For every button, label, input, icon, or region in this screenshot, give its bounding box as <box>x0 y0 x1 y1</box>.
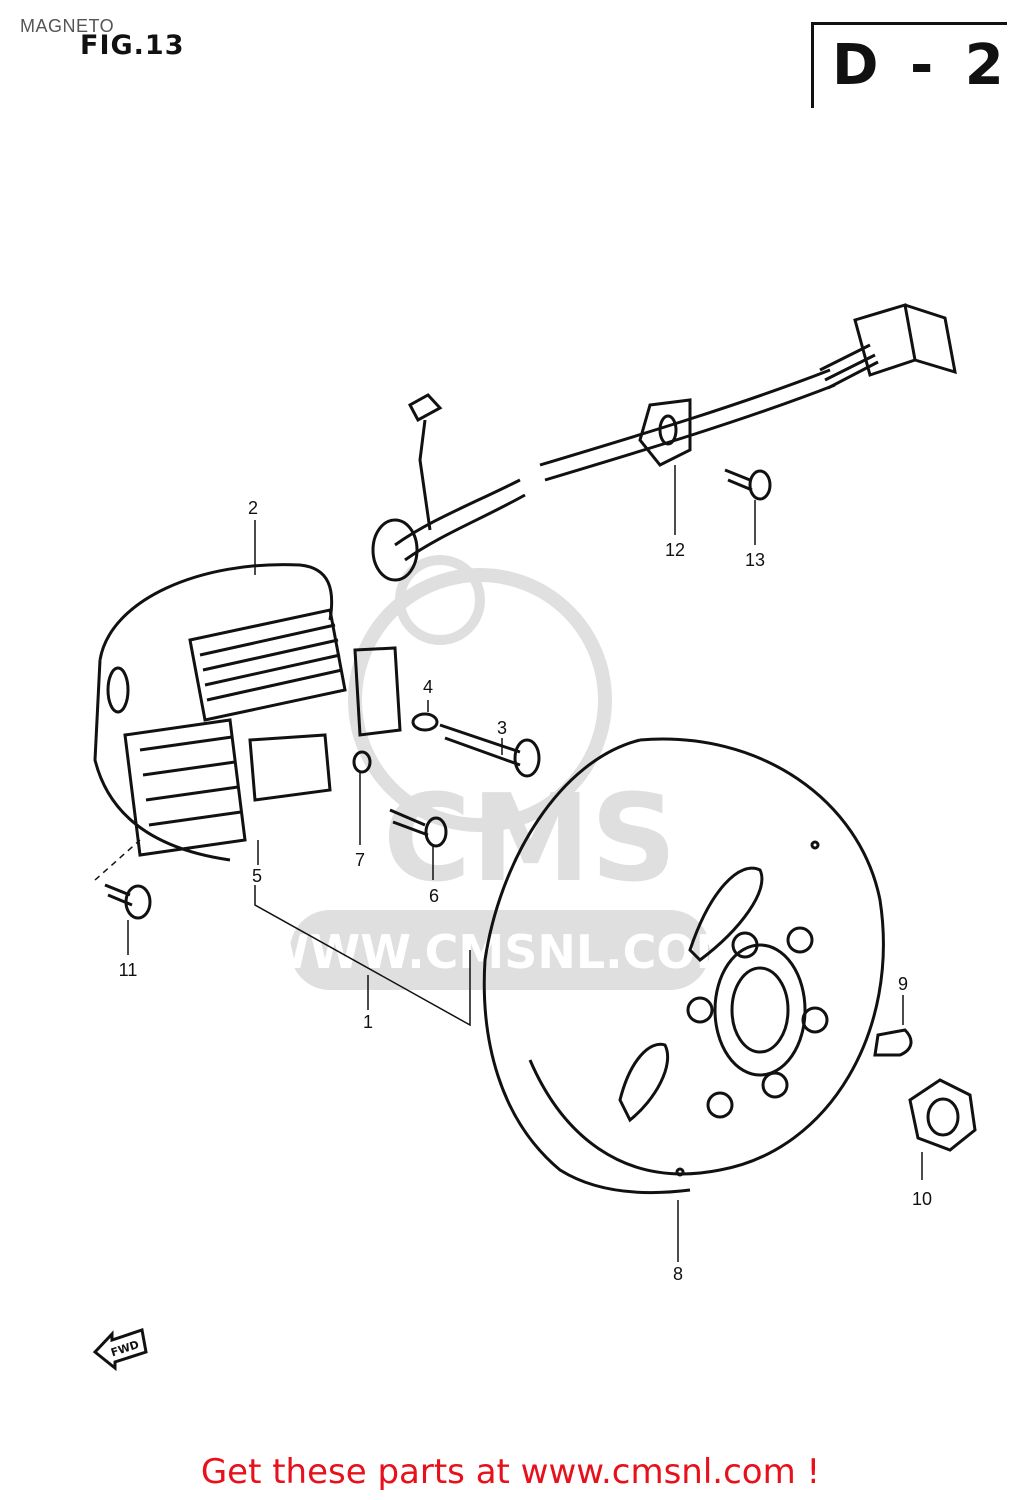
watermark-mascot-head <box>348 568 612 832</box>
rotor-nut <box>908 1078 977 1152</box>
callout-numbers: 1 2 3 4 5 6 7 8 9 10 11 12 13 <box>119 498 932 1284</box>
callout-13: 13 <box>745 550 765 570</box>
hardware <box>104 712 541 920</box>
watermark: CMS WWW.CMSNL.COM <box>259 555 742 990</box>
watermark-banner <box>290 910 710 990</box>
rotor-flywheel <box>482 737 885 1195</box>
callout-5: 5 <box>252 866 262 886</box>
washer-7 <box>352 750 372 774</box>
callout-3: 3 <box>497 718 507 738</box>
wire-harness <box>371 303 957 582</box>
callout-2: 2 <box>248 498 258 518</box>
screw-6 <box>389 808 429 837</box>
rotor-hub <box>713 943 807 1077</box>
fwd-arrow-icon <box>92 1328 148 1372</box>
harness-cable-lower <box>394 478 521 547</box>
watermark-logo-text: CMS <box>383 770 677 909</box>
washer-4 <box>411 712 439 732</box>
fwd-arrow: FWD <box>92 1328 148 1372</box>
ground-lead <box>418 419 432 531</box>
figure-label: FIG.13 <box>80 30 185 61</box>
upper-coil <box>188 608 347 722</box>
page-title: MAGNETO <box>20 16 115 36</box>
rotor-rim <box>482 738 691 1195</box>
rotor-window-lower <box>618 1042 670 1123</box>
callout-4: 4 <box>423 677 433 697</box>
footer-link[interactable]: Get these parts at www.cmsnl.com ! <box>200 1452 821 1492</box>
cable-clamp <box>638 398 692 467</box>
leader-lines <box>94 465 923 1262</box>
watermark-url-text: WWW.CMSNL.COM <box>259 925 742 979</box>
ground-terminal <box>407 393 443 423</box>
screw-3 <box>439 723 521 767</box>
grommet <box>371 518 419 582</box>
harness-cable-upper <box>539 368 831 467</box>
callout-8: 8 <box>673 1264 683 1284</box>
section-code: D - 2 <box>832 33 1010 98</box>
callout-1: 1 <box>363 1012 373 1032</box>
stator-base-plate <box>98 563 334 661</box>
connector-body <box>853 303 917 377</box>
watermark-mascot-ear <box>395 555 485 645</box>
woodruff-key <box>873 1028 913 1057</box>
screw-11 <box>104 883 133 907</box>
pulser-coil <box>248 733 332 802</box>
callout-7: 7 <box>355 850 365 870</box>
callout-12: 12 <box>665 540 685 560</box>
lighting-coil <box>353 646 402 737</box>
callout-6: 6 <box>429 886 439 906</box>
rotor-face-outer <box>528 737 885 1176</box>
rotor-window-upper <box>688 866 764 962</box>
section-badge: D - 2 <box>811 22 1007 108</box>
callout-9: 9 <box>898 974 908 994</box>
callout-10: 10 <box>912 1189 932 1209</box>
harness-wires <box>819 343 879 390</box>
stator-assembly <box>93 563 402 862</box>
clamp-screw <box>724 468 772 501</box>
callout-11: 11 <box>119 960 138 980</box>
side-coil <box>123 718 247 857</box>
